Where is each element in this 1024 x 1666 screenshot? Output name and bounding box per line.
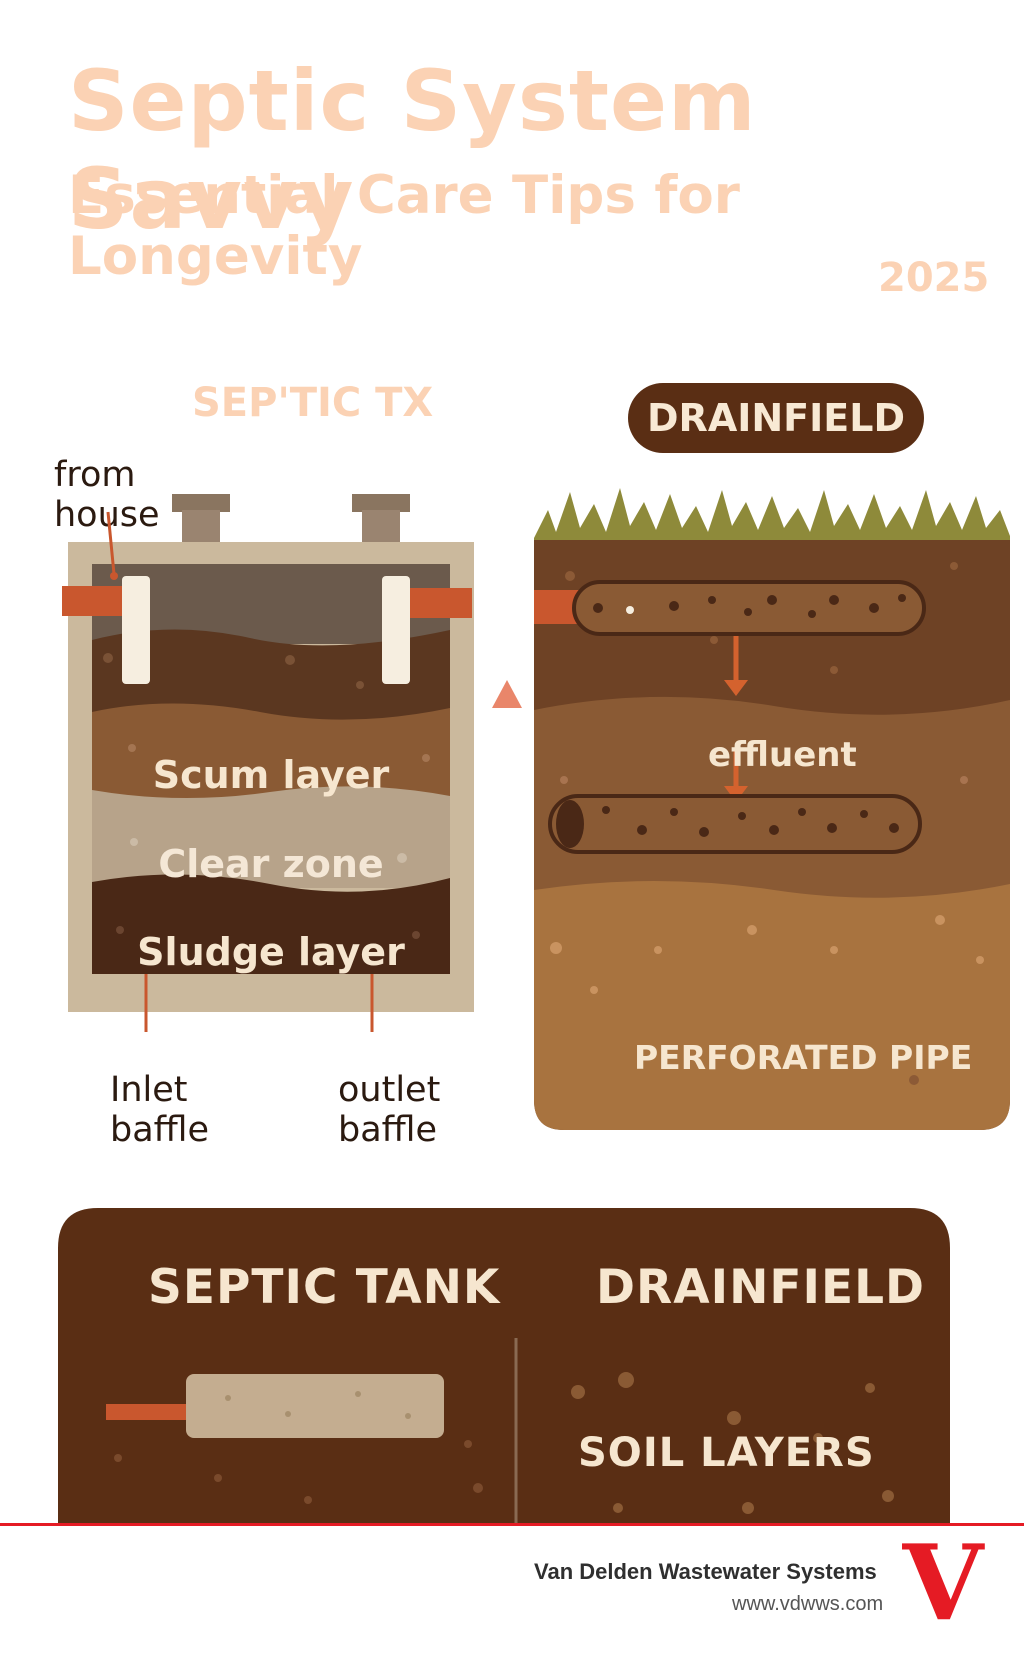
year-label: 2025 [878, 255, 990, 301]
page-subtitle: Essential Care Tips for Longevity [68, 165, 740, 287]
scum-layer [92, 703, 450, 808]
outlet-riser [362, 510, 400, 544]
flow-arrow-icon [492, 680, 522, 708]
drainfield-diagram [534, 488, 1010, 1130]
inlet-riser-cap [172, 494, 230, 512]
page-title: Septic System Savvy [68, 52, 757, 248]
soil-lower-layer [534, 881, 1010, 1130]
panel-septic-tank-title: SEPTIC TANK [148, 1260, 501, 1315]
septic-tank-heading: SEP'TIC TX [192, 380, 434, 426]
outlet-baffle [382, 576, 410, 684]
inlet-riser [182, 510, 220, 544]
inlet-baffle-label: Inlet baffle [110, 1070, 210, 1150]
clear-zone-label: Clear zone [158, 842, 384, 886]
panel-soil-layers-label: SOIL LAYERS [578, 1430, 875, 1476]
company-url[interactable]: www.vdwws.com [732, 1593, 884, 1615]
sludge-layer [92, 874, 450, 974]
summary-panel [58, 1208, 950, 1526]
panel-drainfield-title: DRAINFIELD [596, 1260, 926, 1315]
upper-perforated-pipe [572, 580, 926, 636]
outlet-pipe [400, 588, 472, 618]
drainfield-heading: DRAINFIELD [628, 383, 924, 453]
sludge-layer-label: Sludge layer [137, 930, 405, 974]
panel-pipe [106, 1404, 196, 1420]
grass [534, 488, 1010, 546]
company-logo: V [902, 1521, 984, 1644]
perforated-pipe-label: PERFORATED PIPE [634, 1038, 973, 1077]
septic-tank-diagram [62, 494, 474, 1032]
clear-zone [92, 786, 450, 888]
outlet-baffle-label: outlet baffle [338, 1070, 441, 1150]
from-house-label: from house [54, 455, 160, 535]
footer-divider [0, 1523, 1024, 1526]
inlet-baffle [122, 576, 150, 684]
upper-liquid [92, 629, 450, 722]
lower-perforated-pipe [548, 794, 922, 854]
scum-layer-label: Scum layer [152, 753, 390, 797]
summary-panel-background [58, 1208, 950, 1526]
effluent-label: effluent [708, 735, 857, 775]
panel-tank-shape [186, 1374, 444, 1438]
outlet-riser-cap [352, 494, 410, 512]
company-name: Van Delden Wastewater Systems [534, 1559, 877, 1584]
